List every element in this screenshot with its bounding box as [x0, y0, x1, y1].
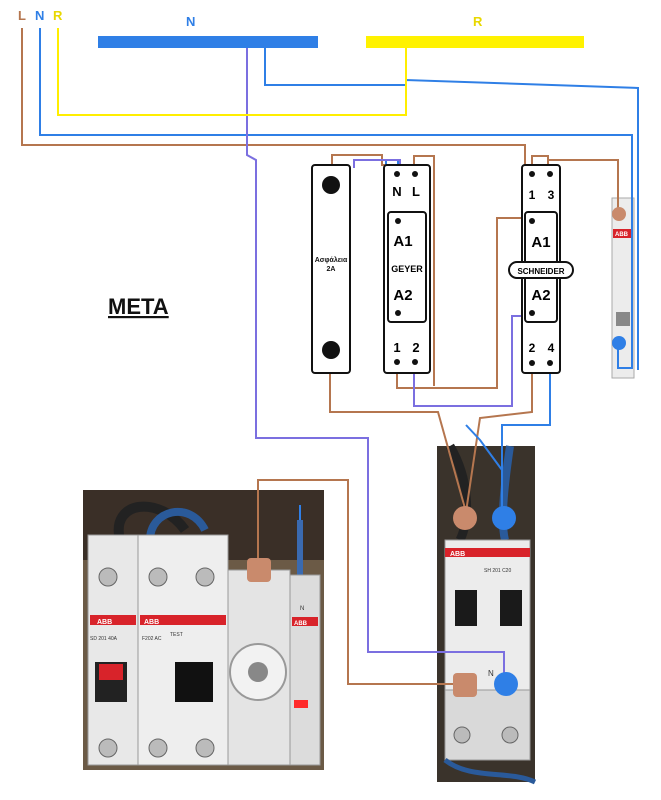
schneider-2-label: 2: [529, 341, 536, 355]
right-edge-module: ABB: [611, 197, 635, 379]
schneider-a2-label: A2: [531, 287, 550, 304]
schneider-a1-label: A1: [531, 234, 550, 251]
wire-schneider-2: [465, 352, 533, 513]
schneider-4-terminal: [547, 360, 553, 366]
fuse-top-terminal: [322, 176, 340, 194]
geyer-n-terminal: [394, 171, 400, 177]
wire-r: [57, 28, 407, 116]
schneider-3-label: 3: [548, 188, 555, 202]
right-photo-rating: SH 201 C20: [484, 568, 511, 574]
wire-n-main: [39, 28, 633, 369]
schneider-1-label: 1: [529, 188, 536, 202]
schneider-name: SCHNEIDER: [517, 267, 564, 276]
fuse-label-1: Ασφάλεια: [315, 256, 348, 264]
geyer-2-terminal: [412, 359, 418, 365]
right-photo-bottom-n-marker: [494, 672, 518, 696]
left-photo-rating2: F202 AC: [142, 636, 162, 642]
right-photo-top-n-marker: [492, 506, 516, 530]
legend-l: L: [18, 8, 26, 23]
fuse-module: Ασφάλεια 2A: [311, 164, 351, 374]
wire-l-schneider-top: [531, 155, 549, 168]
left-photo-l-marker: [247, 558, 271, 582]
left-photo-test: TEST: [170, 632, 183, 638]
left-photo-rating1: SD 201 40A: [90, 636, 118, 642]
left-photo-brand3: ABB: [294, 621, 308, 627]
geyer-module: N L A1 GEYER A2 1 2: [383, 164, 431, 374]
wire-geyer-a2-schneider: [396, 217, 532, 389]
wire-purple-n: [246, 48, 505, 682]
geyer-name: GEYER: [391, 264, 423, 274]
right-photo-n-mark: N: [488, 669, 494, 678]
schneider-module: 1 3 A1 SCHNEIDER A2 2 4: [508, 164, 574, 374]
diagram-title: META: [108, 294, 169, 319]
right-panel-photo: ABB SH 201 C20 N: [437, 443, 537, 785]
left-photo-brand1: ABB: [97, 619, 112, 626]
fuse-label-2: 2A: [327, 266, 336, 273]
edge-module-n-marker: [612, 336, 626, 350]
geyer-1-label: 1: [393, 340, 400, 355]
geyer-n-label: N: [392, 184, 401, 199]
geyer-l-terminal: [412, 171, 418, 177]
geyer-l-label: L: [412, 184, 420, 199]
geyer-a1-label: A1: [393, 233, 412, 250]
schneider-2-terminal: [529, 360, 535, 366]
left-panel-photo: ABB ABB ABB SD 201 40A F202 AC TEST N: [83, 490, 324, 770]
neutral-busbar-label: N: [186, 14, 195, 29]
geyer-1-terminal: [394, 359, 400, 365]
right-photo-l-marker: [453, 673, 477, 697]
geyer-2-label: 2: [412, 340, 419, 355]
schneider-4-label: 4: [548, 341, 555, 355]
wire-left-photo-brown: [257, 479, 464, 685]
right-photo-brand: ABB: [450, 551, 465, 558]
legend-n: N: [35, 8, 44, 23]
r-busbar: [366, 36, 584, 48]
fuse-bottom-terminal: [322, 341, 340, 359]
left-photo-n-mark: N: [300, 606, 304, 612]
r-busbar-label: R: [473, 14, 483, 29]
wire-fuse-bottom: [329, 350, 467, 513]
wire-l-main: [21, 28, 526, 168]
edge-module-brand: ABB: [615, 232, 629, 238]
right-photo-top-l-marker: [453, 506, 477, 530]
schneider-3-terminal: [547, 171, 553, 177]
wire-n-right-photo: [465, 424, 503, 471]
geyer-a2-label: A2: [393, 287, 412, 304]
edge-module-l-marker: [612, 207, 626, 221]
neutral-busbar: [98, 36, 318, 48]
schneider-1-terminal: [529, 171, 535, 177]
legend-r: R: [53, 8, 63, 23]
wire-purple-schneider-a2: [413, 315, 532, 407]
left-photo-brand2: ABB: [144, 619, 159, 626]
